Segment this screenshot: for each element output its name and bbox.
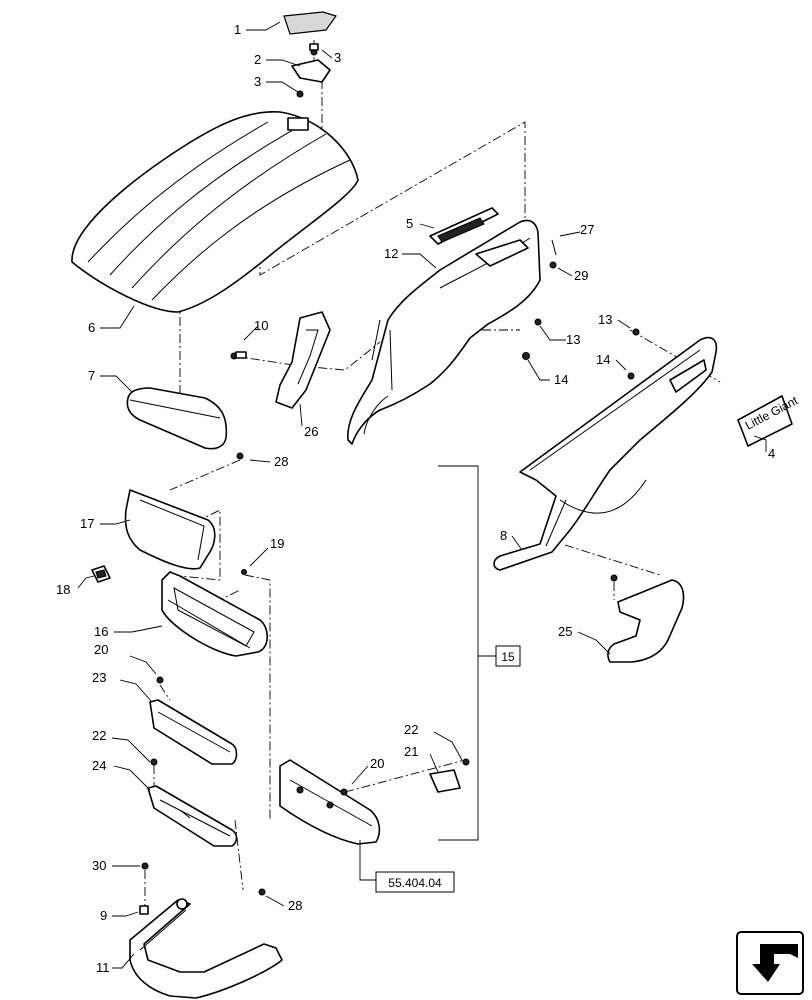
callout-26: 26 bbox=[304, 424, 318, 439]
part-vent-grill bbox=[429, 207, 499, 245]
part-front-frame bbox=[161, 571, 269, 657]
part-lower-right-cover bbox=[607, 574, 685, 663]
callout-28a: 28 bbox=[274, 454, 288, 469]
callout-labels: 1 2 3 3 4 5 6 7 8 9 10 11 12 13 13 14 14… bbox=[56, 22, 775, 975]
leader-lines bbox=[77, 21, 767, 969]
fasteners-right-top bbox=[522, 239, 640, 380]
ref-page-label: 55.404.04 bbox=[388, 876, 442, 890]
callout-20b: 20 bbox=[370, 756, 384, 771]
callout-29: 29 bbox=[574, 268, 588, 283]
part-hood-pad bbox=[126, 387, 228, 450]
part-lower-panel-a bbox=[149, 676, 238, 765]
part-bracket-top bbox=[291, 43, 331, 98]
callout-30: 30 bbox=[92, 858, 106, 873]
part-grille bbox=[124, 452, 244, 570]
callout-9: 9 bbox=[100, 908, 107, 923]
callout-18: 18 bbox=[56, 582, 70, 597]
callout-6: 6 bbox=[88, 320, 95, 335]
ref-page-box[interactable] bbox=[375, 871, 455, 893]
callout-10: 10 bbox=[254, 318, 268, 333]
callout-24: 24 bbox=[92, 758, 106, 773]
callout-12: 12 bbox=[384, 246, 398, 261]
callout-13b: 13 bbox=[598, 312, 612, 327]
callout-21: 21 bbox=[404, 744, 418, 759]
callout-27: 27 bbox=[580, 222, 594, 237]
callout-22a: 22 bbox=[404, 722, 418, 737]
callout-7: 7 bbox=[88, 368, 95, 383]
callout-14a: 14 bbox=[554, 372, 568, 387]
part-side-bracket bbox=[230, 311, 331, 409]
callout-1: 1 bbox=[234, 22, 241, 37]
callout-23: 23 bbox=[92, 670, 106, 685]
callout-14b: 14 bbox=[596, 352, 610, 367]
callout-5: 5 bbox=[406, 216, 413, 231]
part-clip bbox=[91, 565, 247, 583]
callout-19: 19 bbox=[270, 536, 284, 551]
part-lower-panel-b bbox=[147, 758, 238, 847]
ref-box bbox=[495, 645, 521, 667]
callout-4: 4 bbox=[768, 446, 775, 461]
callout-3b: 3 bbox=[254, 74, 261, 89]
part-lower-frame bbox=[129, 862, 283, 999]
callout-28b: 28 bbox=[288, 898, 302, 913]
part-hood bbox=[71, 111, 359, 313]
part-front-bumper bbox=[279, 759, 381, 845]
nav-arrow-icon[interactable] bbox=[736, 931, 804, 995]
callout-11: 11 bbox=[96, 960, 110, 975]
part-bumper-bracket bbox=[429, 758, 470, 793]
part-side-panel-left bbox=[347, 219, 541, 445]
callout-22b: 22 bbox=[92, 728, 106, 743]
callout-13a: 13 bbox=[566, 332, 580, 347]
callout-20a: 20 bbox=[94, 642, 108, 657]
callout-8: 8 bbox=[500, 528, 507, 543]
ref-group-label: 15 bbox=[501, 650, 515, 664]
part-side-panel-right bbox=[493, 336, 718, 571]
callout-25: 25 bbox=[558, 624, 572, 639]
part-cap bbox=[283, 11, 337, 35]
callout-3a: 3 bbox=[334, 50, 341, 65]
callout-17: 17 bbox=[80, 516, 94, 531]
part-decal: Little Giant bbox=[737, 393, 801, 447]
callout-2: 2 bbox=[254, 52, 261, 67]
ref-bracket bbox=[359, 465, 496, 881]
callout-16: 16 bbox=[94, 624, 108, 639]
